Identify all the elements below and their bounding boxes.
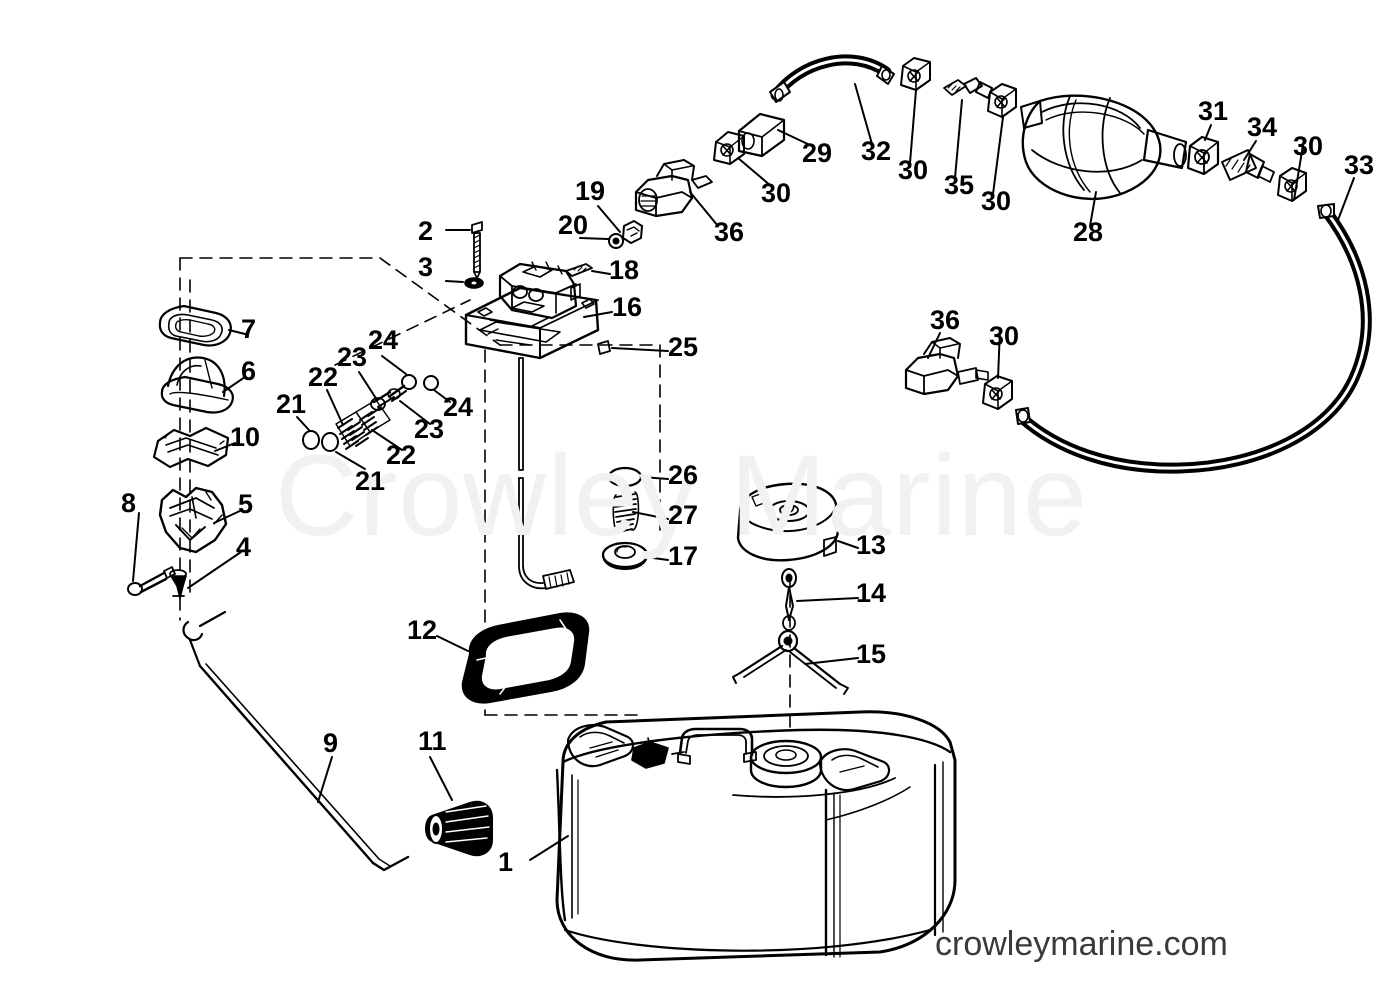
part-4-shape [169,569,187,599]
callout-number-29-sleeve: 29 [802,138,833,168]
callout-number-5-bracket: 5 [238,489,254,519]
callout-number-34-fitting: 34 [1247,112,1278,142]
callout-number-18-valve: 18 [609,255,640,285]
callout-number-17-retainer-washer: 17 [668,541,699,571]
clamp-30b-shape [900,57,931,91]
part-3-washer-shape [464,277,484,289]
sleeve-29-shape [737,112,786,158]
connector-36-top-shape [634,159,713,218]
callout-number-14-cap-retainer: 14 [856,578,887,608]
callout-number-23-pin: 23 [414,414,445,444]
callout-number-1-fuel-tank: 1 [498,847,514,877]
callout-number-30-clamp: 30 [898,155,929,185]
center-watermark: Crowley Marine [275,432,1088,560]
callout-number-24-ball: 24 [368,325,399,355]
clamp-30d-shape [1277,167,1307,202]
cap-retainer-shape [781,568,797,631]
nut-31-shape [1186,135,1220,176]
clamp-30a-shape [713,131,745,165]
callout-number-21-washer: 21 [355,466,386,496]
callout-number-33-fuel-hose: 33 [1344,150,1375,180]
callout-number-30-clamp: 30 [989,321,1020,351]
callout-number-23-pin: 23 [337,342,368,372]
part-5-shape [158,486,228,554]
fuel-hose-33-shape [1015,203,1372,474]
callout-number-32-hose: 32 [861,136,892,166]
callout-number-3-washer: 3 [418,252,434,282]
callout-number-30-clamp: 30 [761,178,792,208]
primer-bulb-shape [1020,94,1188,200]
part-10-shape [152,426,230,469]
callout-number-30-clamp: 30 [1293,131,1324,161]
callout-number-28-primer-bulb: 28 [1073,217,1104,247]
footer-watermark-url: crowleymarine.com [935,925,1228,963]
callout-number-11-filter: 11 [418,726,447,756]
callout-number-4-clip: 4 [236,532,252,562]
connector-body-shape [464,261,600,590]
callout-number-36-connector: 36 [930,305,961,335]
filter-shape [425,800,493,857]
callout-number-22-spring: 22 [308,362,339,392]
part-19-20-shape [608,220,643,249]
callout-number-16-fuel-connector-body: 16 [612,292,643,322]
callout-number-21-washer: 21 [276,389,307,419]
callout-number-20-washer-small: 20 [558,210,589,240]
fitting-34-shape [1221,149,1275,183]
callout-number-27-spring: 27 [668,500,699,530]
spring-clip-shape [732,629,849,695]
callout-number-19-nut: 19 [575,176,606,206]
callout-number-2-screw: 2 [418,216,434,246]
fitting-35-shape [943,77,993,99]
callout-number-13-tank-cap: 13 [856,530,887,560]
callout-number-6-cover: 6 [241,356,257,386]
connector-36-lower-shape [904,337,989,396]
callout-number-8-pin: 8 [121,488,137,518]
callout-number-30-clamp: 30 [981,186,1012,216]
part-8-shape [127,566,176,596]
callout-number-12-gasket: 12 [407,615,438,645]
callout-number-10-plate: 10 [230,422,261,452]
part-7-shape [158,304,232,347]
callout-number-22-spring: 22 [386,440,417,470]
leader-lines [132,83,1355,861]
part-2-screw-shape [471,221,483,279]
callout-number-35-fitting: 35 [944,170,975,200]
part-25-shape [597,340,611,355]
parts-26-27-17-shape [601,466,649,570]
fuel-tank-shape [555,710,957,962]
callout-number-25-screw-small: 25 [668,332,699,362]
callout-number-31-nut: 31 [1198,96,1229,126]
spring-27 [612,491,640,534]
callout-number-7-gasket-cover: 7 [241,314,257,344]
callout-number-9-pickup-tube: 9 [323,728,339,758]
spring-assembly-shape [302,374,439,452]
pickup-tube-shape [182,610,410,872]
callout-number-24-ball: 24 [443,392,474,422]
clamp-30e-shape [982,375,1013,410]
clamp-30c-shape [987,83,1017,118]
part-6-shape [160,356,234,414]
hose-32-shape [769,54,895,103]
tank-cap-shape [736,482,840,562]
callout-number-36-connector: 36 [714,217,745,247]
gasket-shape [461,612,590,704]
callout-number-26-cap-plug: 26 [668,460,699,490]
callout-number-15-spring-clip: 15 [856,639,887,669]
